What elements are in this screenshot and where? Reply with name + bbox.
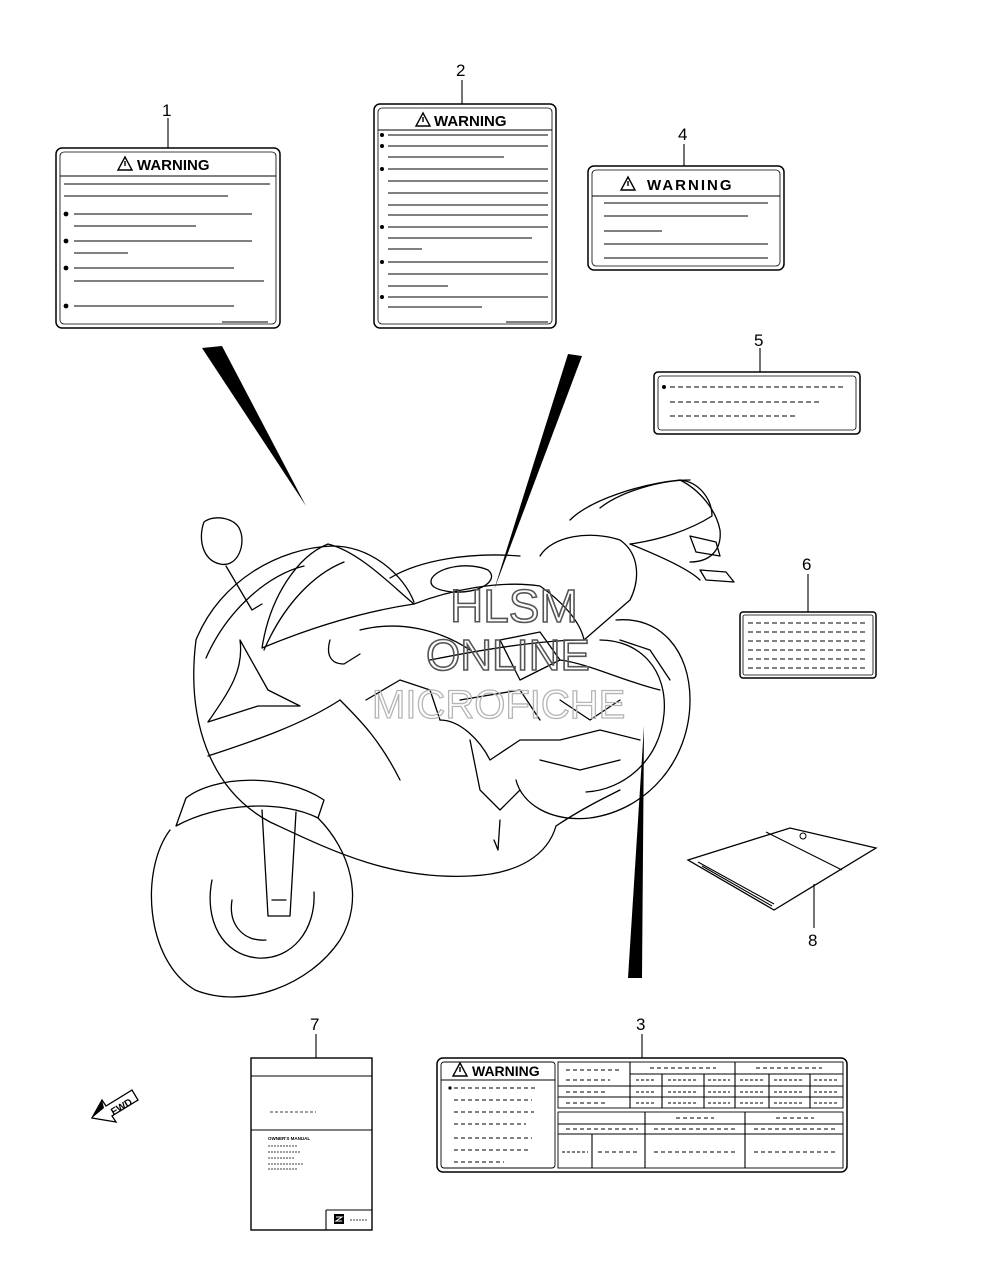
warning-triangle-icon xyxy=(116,155,134,171)
watermark: HLSM ONLINE MICROFICHE xyxy=(371,579,626,727)
part-label-7[interactable]: 7 OWNER'S MANUAL xyxy=(250,1015,373,1231)
callout-number-5: 5 xyxy=(754,331,763,350)
callout-number-7: 7 xyxy=(310,1015,319,1034)
warning-title: WARNING xyxy=(137,157,210,174)
callout-number-8: 8 xyxy=(808,931,817,950)
part-label-8[interactable]: 8 xyxy=(686,827,878,950)
watermark-line-3: MICROFICHE xyxy=(372,683,625,727)
owners-manual-title: OWNER'S MANUAL xyxy=(268,1136,310,1141)
motorcycle-outline xyxy=(150,479,735,998)
watermark-line-1: HLSM xyxy=(450,580,578,632)
part-label-5[interactable]: 5 xyxy=(653,331,861,435)
warning-title: WARNING xyxy=(434,113,507,130)
fwd-arrow-icon: FWD xyxy=(90,1089,139,1123)
warning-title: WARNING xyxy=(472,1063,540,1079)
callout-number-1: 1 xyxy=(162,101,171,120)
warning-title: WARNING xyxy=(647,177,734,194)
part-label-1[interactable]: 1 WARNING xyxy=(55,101,281,329)
callout-number-6: 6 xyxy=(802,555,811,574)
callout-number-3: 3 xyxy=(636,1015,645,1034)
warning-triangle-icon xyxy=(451,1061,469,1077)
callout-number-2: 2 xyxy=(456,61,465,80)
warning-triangle-icon xyxy=(414,111,432,127)
callout-number-4: 4 xyxy=(678,125,687,144)
part-label-6[interactable]: 6 xyxy=(739,555,877,679)
fwd-text: FWD xyxy=(109,1097,134,1118)
suzuki-logo-icon xyxy=(334,1214,344,1224)
part-label-2[interactable]: 2 WARNING xyxy=(373,61,557,329)
watermark-line-2: ONLINE xyxy=(426,631,590,680)
part-label-4[interactable]: 4 WARNING xyxy=(587,125,785,271)
part-label-3[interactable]: 3 WARNING xyxy=(436,1015,848,1173)
warning-triangle-icon xyxy=(619,175,637,191)
leader-wedges xyxy=(202,346,644,978)
